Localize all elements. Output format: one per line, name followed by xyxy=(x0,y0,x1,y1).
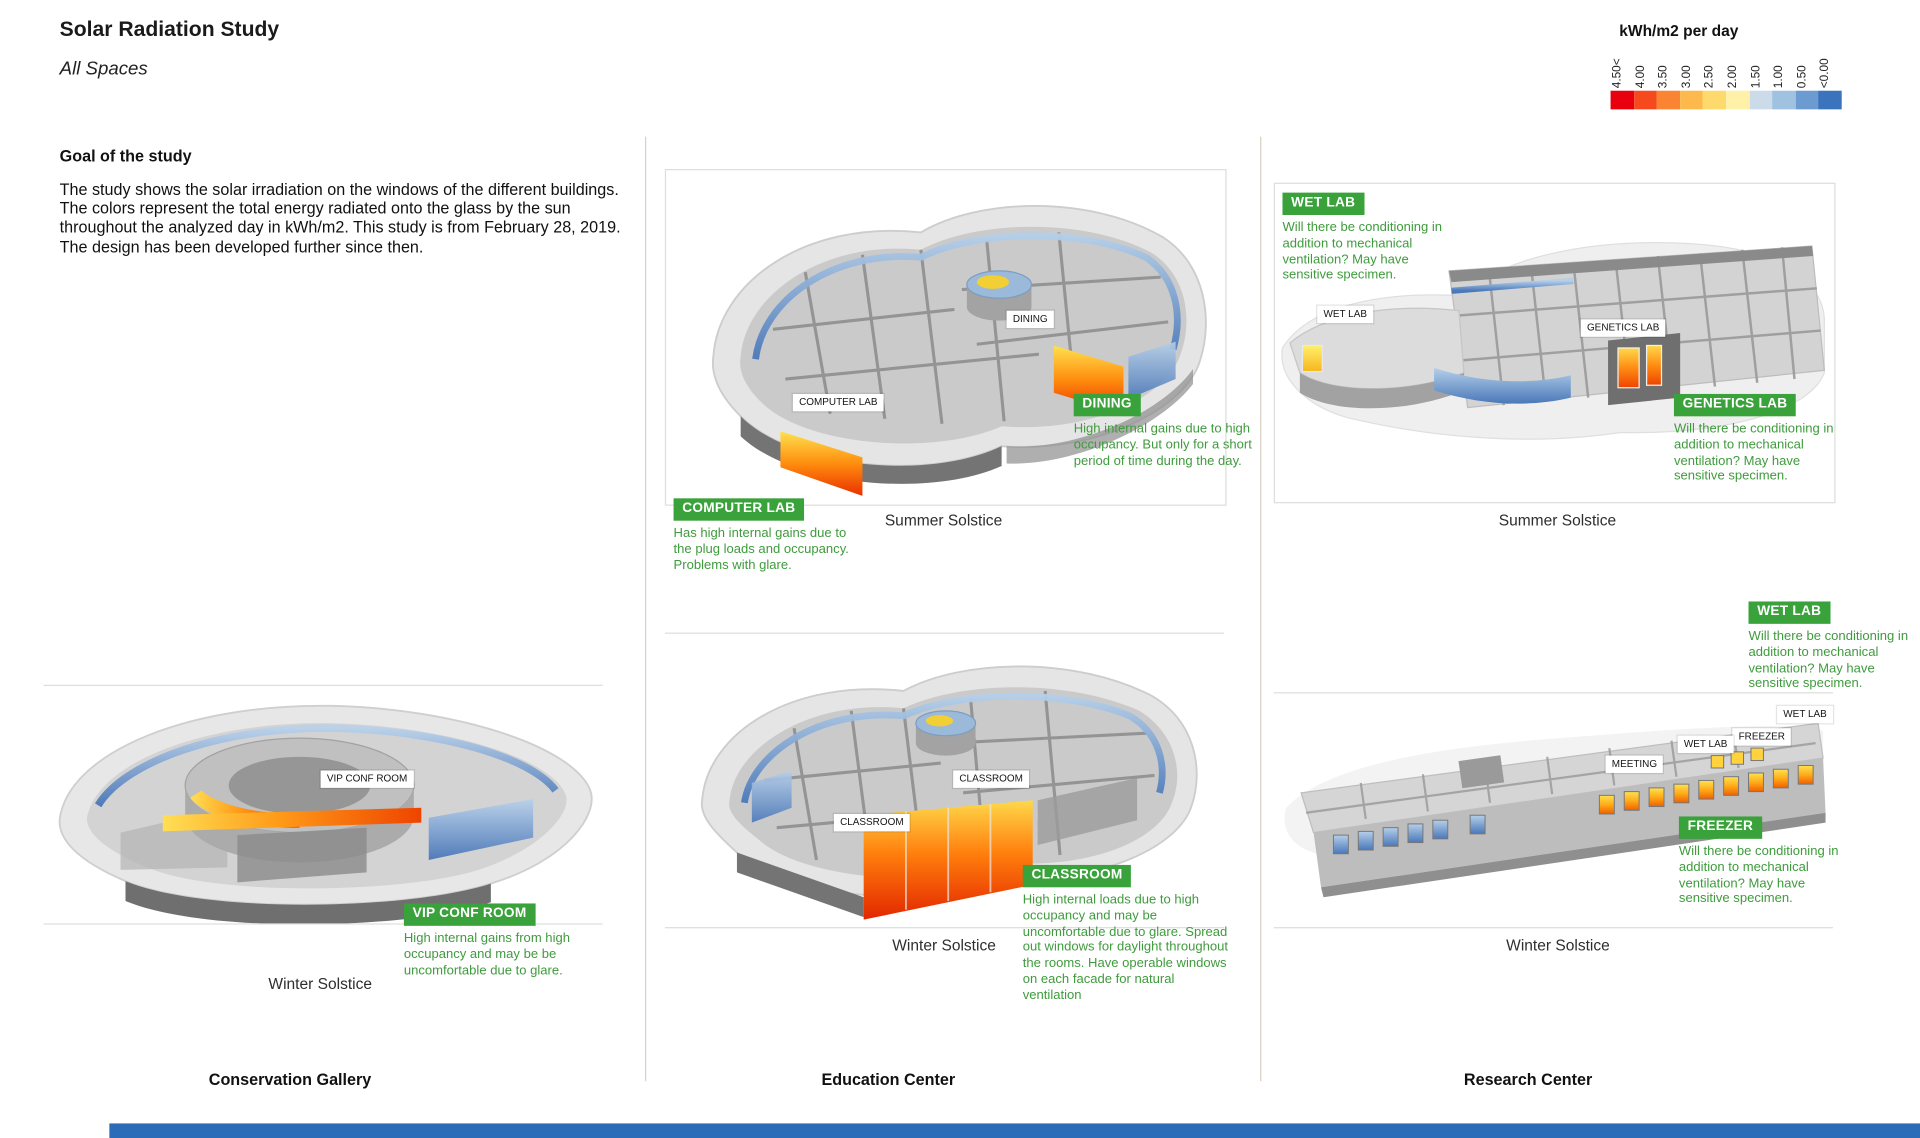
annotation-classroom-text: High internal loads due to high occupanc… xyxy=(1022,892,1229,1003)
legend: kWh/m2 per day 4.50< 4.00 3.50 3.00 2.50… xyxy=(1610,22,1842,110)
legend-tick: 3.00 xyxy=(1679,65,1694,89)
room-tag-wet-lab-mid: WET LAB xyxy=(1677,735,1734,754)
legend-color-segment xyxy=(1726,90,1750,110)
annotation-genetics-lab-text: Will there be conditioning in addition t… xyxy=(1673,421,1834,484)
caption-research-winter: Winter Solstice xyxy=(1506,937,1610,955)
annotation-dining-label: DINING xyxy=(1073,393,1141,417)
legend-tick: 1.50 xyxy=(1749,65,1763,89)
annotation-freezer-label: FREEZER xyxy=(1678,816,1762,839)
annotation-classroom-label: CLASSROOM xyxy=(1022,864,1132,888)
legend-tick: 3.50 xyxy=(1656,65,1671,89)
conservation-winter-render xyxy=(58,704,593,924)
caption-education-summer: Summer Solstice xyxy=(884,512,1003,530)
room-tag-wet-lab-top: WET LAB xyxy=(1777,705,1833,724)
legend-ticks: 4.50< 4.00 3.50 3.00 2.50 2.00 1.50 1.00… xyxy=(1611,43,1842,88)
annotation-genetics-lab-label: GENETICS LAB xyxy=(1673,393,1797,417)
goal-heading: Goal of the study xyxy=(59,146,192,166)
annotation-computer-lab-text: Has high internal gains due to the plug … xyxy=(673,525,849,573)
annotation-computer-lab: COMPUTER LAB Has high internal gains due… xyxy=(673,496,854,574)
goal-body-text: The study shows the solar irradiation on… xyxy=(59,180,621,256)
column-title-conservation-gallery: Conservation Gallery xyxy=(208,1069,372,1089)
room-tag-vip-conf-room: VIP CONF ROOM xyxy=(320,770,414,788)
caption-research-summer: Summer Solstice xyxy=(1498,512,1617,530)
legend-color-segment xyxy=(1633,90,1657,110)
annotation-wet-lab-summer-label: WET LAB xyxy=(1282,192,1364,215)
column-divider xyxy=(1260,136,1262,1082)
legend-tick: 0.50 xyxy=(1795,65,1810,89)
legend-color-segment xyxy=(1818,90,1842,110)
page-subtitle: All Spaces xyxy=(59,58,148,80)
legend-color-segment xyxy=(1656,90,1680,110)
legend-tick: 1.00 xyxy=(1772,65,1786,89)
view-education-summer: DINING COMPUTER LAB xyxy=(664,169,1227,506)
caption-conservation-winter: Winter Solstice xyxy=(268,975,373,993)
column-title-education-center: Education Center xyxy=(821,1069,956,1089)
annotation-freezer-text: Will there be conditioning in addition t… xyxy=(1678,843,1839,907)
annotation-classroom: CLASSROOM High internal loads due to hig… xyxy=(1022,862,1237,1003)
legend-color-bar xyxy=(1610,90,1842,110)
annotation-wet-lab-winter-label: WET LAB xyxy=(1748,601,1830,624)
room-tag-computer-lab: COMPUTER LAB xyxy=(792,393,884,412)
annotation-dining: DINING High internal gains due to high o… xyxy=(1073,391,1254,469)
legend-tick: 2.50 xyxy=(1702,65,1717,89)
view-research-summer: WET LAB GENETICS LAB xyxy=(1273,182,1836,504)
legend-title: kWh/m2 per day xyxy=(1619,22,1739,40)
annotation-wet-lab-winter-text: Will there be conditioning in addition t… xyxy=(1748,628,1909,692)
legend-tick: 4.00 xyxy=(1633,65,1648,89)
annotation-dining-text: High internal gains due to high occupanc… xyxy=(1073,421,1252,469)
legend-color-segment xyxy=(1749,90,1773,110)
page-title: Solar Radiation Study xyxy=(59,17,280,42)
caption-education-winter: Winter Solstice xyxy=(892,937,996,955)
room-tag-genetics-lab: GENETICS LAB xyxy=(1580,319,1666,337)
column-divider xyxy=(644,136,647,1082)
annotation-vip-text: High internal gains from high occupancy … xyxy=(403,930,570,978)
annotation-genetics-lab: GENETICS LAB Will there be conditioning … xyxy=(1673,391,1848,484)
annotation-freezer: FREEZER Will there be conditioning in ad… xyxy=(1678,814,1847,907)
room-tag-wet-lab-summer: WET LAB xyxy=(1317,305,1374,324)
legend-color-segment xyxy=(1679,90,1703,110)
annotation-wet-lab-summer: WET LAB Will there be conditioning in ad… xyxy=(1282,190,1450,283)
view-conservation-winter: VIP CONF ROOM xyxy=(43,684,603,925)
view-education-winter: CLASSROOM CLASSROOM xyxy=(664,632,1225,929)
legend-color-segment xyxy=(1702,90,1727,110)
legend-tick: 2.00 xyxy=(1726,65,1740,89)
legend-color-segment xyxy=(1772,90,1796,110)
legend-tick: <0.00 xyxy=(1818,58,1833,89)
room-tag-meeting: MEETING xyxy=(1605,755,1664,773)
column-title-research-center: Research Center xyxy=(1463,1069,1593,1089)
annotation-wet-lab-summer-text: Will there be conditioning in addition t… xyxy=(1282,219,1443,283)
annotation-vip-label: VIP CONF ROOM xyxy=(403,903,536,926)
room-tag-classroom-right: CLASSROOM xyxy=(953,770,1030,788)
legend-color-segment xyxy=(1795,90,1819,110)
annotation-vip-conf-room: VIP CONF ROOM High internal gains from h… xyxy=(403,901,603,979)
legend-color-segment xyxy=(1610,90,1634,110)
annotation-computer-lab-label: COMPUTER LAB xyxy=(673,498,805,521)
room-tag-dining: DINING xyxy=(1006,310,1054,329)
room-tag-classroom-left: CLASSROOM xyxy=(833,813,910,832)
room-tag-freezer: FREEZER xyxy=(1732,728,1792,746)
legend-tick: 4.50< xyxy=(1610,58,1625,89)
annotation-wet-lab-winter: WET LAB Will there be conditioning in ad… xyxy=(1748,599,1917,692)
footer-blue-bar xyxy=(109,1123,1920,1138)
